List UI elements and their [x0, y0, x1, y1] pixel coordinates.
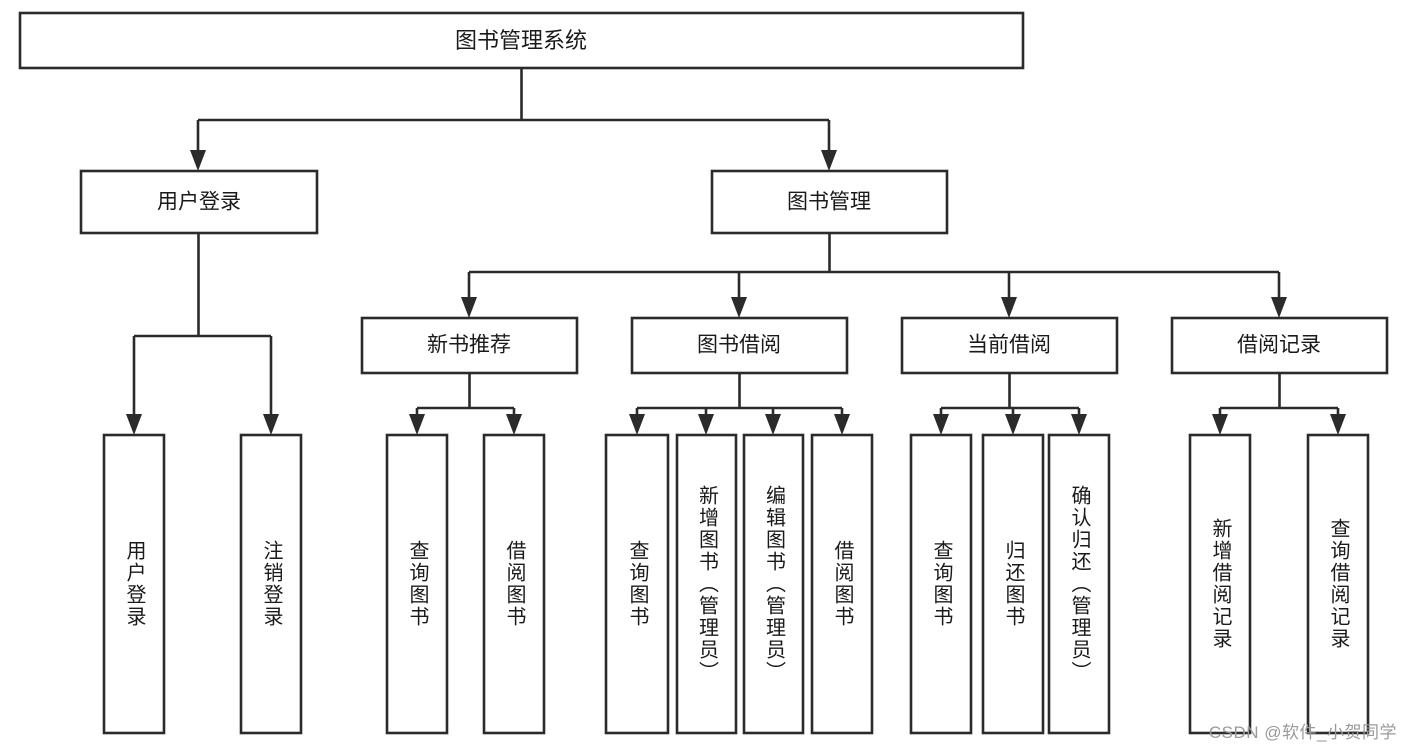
node-leaf-confirm-return[interactable]	[1047, 433, 1111, 735]
node-root-label: 图书管理系统	[455, 28, 587, 53]
arrow-head-borrow-record	[1271, 297, 1287, 318]
arrow-head-leaf-return-book	[1005, 414, 1021, 435]
arrow-head-leaf-query-record	[1330, 414, 1346, 435]
arrow-head-leaf-borrow-book-2	[834, 414, 850, 435]
node-current-borrow-label: 当前借阅	[967, 334, 1051, 357]
node-leaf-query-book-1[interactable]	[385, 433, 449, 735]
arrow-head-leaf-logout	[263, 414, 279, 435]
arrow-head-leaf-add-record	[1212, 414, 1228, 435]
arrow-head-leaf-query-book-1	[409, 414, 425, 435]
nodes-layer: 图书管理系统 用户登录 图书管理 新书推荐 图书借阅 当前借阅 借阅记录	[18, 11, 1389, 735]
arrow-head-user-login	[190, 150, 206, 171]
arrow-head-leaf-query-book-2	[629, 414, 645, 435]
arrow-head-current-borrow	[1001, 297, 1017, 318]
node-book-borrow-label: 图书借阅	[697, 334, 781, 357]
csdn-watermark: CSDN @软件_小贺同学	[1208, 723, 1397, 742]
node-leaf-return-book[interactable]	[981, 433, 1045, 735]
node-leaf-add-record[interactable]	[1188, 433, 1252, 735]
node-book-manage[interactable]	[710, 169, 949, 235]
node-leaf-user-login[interactable]	[102, 433, 166, 735]
arrow-head-leaf-query-book-3	[933, 414, 949, 435]
node-borrow-record-label: 借阅记录	[1237, 334, 1321, 357]
node-new-book-recommend[interactable]	[360, 316, 579, 375]
arrow-head-leaf-edit-book	[765, 414, 781, 435]
arrow-head-leaf-add-book	[698, 414, 714, 435]
node-leaf-query-book-2[interactable]	[604, 433, 670, 735]
node-leaf-query-record[interactable]	[1306, 433, 1370, 735]
node-leaf-edit-book[interactable]	[742, 433, 805, 735]
node-new-book-recommend-label: 新书推荐	[427, 334, 511, 357]
node-book-manage-label: 图书管理	[787, 191, 871, 214]
node-current-borrow[interactable]	[900, 316, 1119, 375]
node-user-login[interactable]	[79, 169, 319, 235]
node-leaf-add-book[interactable]	[675, 433, 738, 735]
node-book-borrow[interactable]	[630, 316, 849, 375]
node-user-login-label: 用户登录	[157, 191, 241, 214]
node-leaf-borrow-book-2[interactable]	[810, 433, 874, 735]
connectors-layer	[126, 68, 1346, 435]
arrow-head-new-book-recommend	[461, 297, 477, 318]
node-borrow-record[interactable]	[1170, 316, 1389, 375]
arrow-head-leaf-user-login	[126, 414, 142, 435]
node-root[interactable]	[18, 11, 1025, 70]
arrow-head-book-manage	[821, 150, 837, 171]
arrow-head-leaf-borrow-book-1	[506, 414, 522, 435]
arrow-head-leaf-confirm-return	[1071, 414, 1087, 435]
node-leaf-query-book-3[interactable]	[909, 433, 973, 735]
node-leaf-borrow-book-1[interactable]	[482, 433, 546, 735]
arrow-head-book-borrow	[731, 297, 747, 318]
node-leaf-logout[interactable]	[239, 433, 303, 735]
